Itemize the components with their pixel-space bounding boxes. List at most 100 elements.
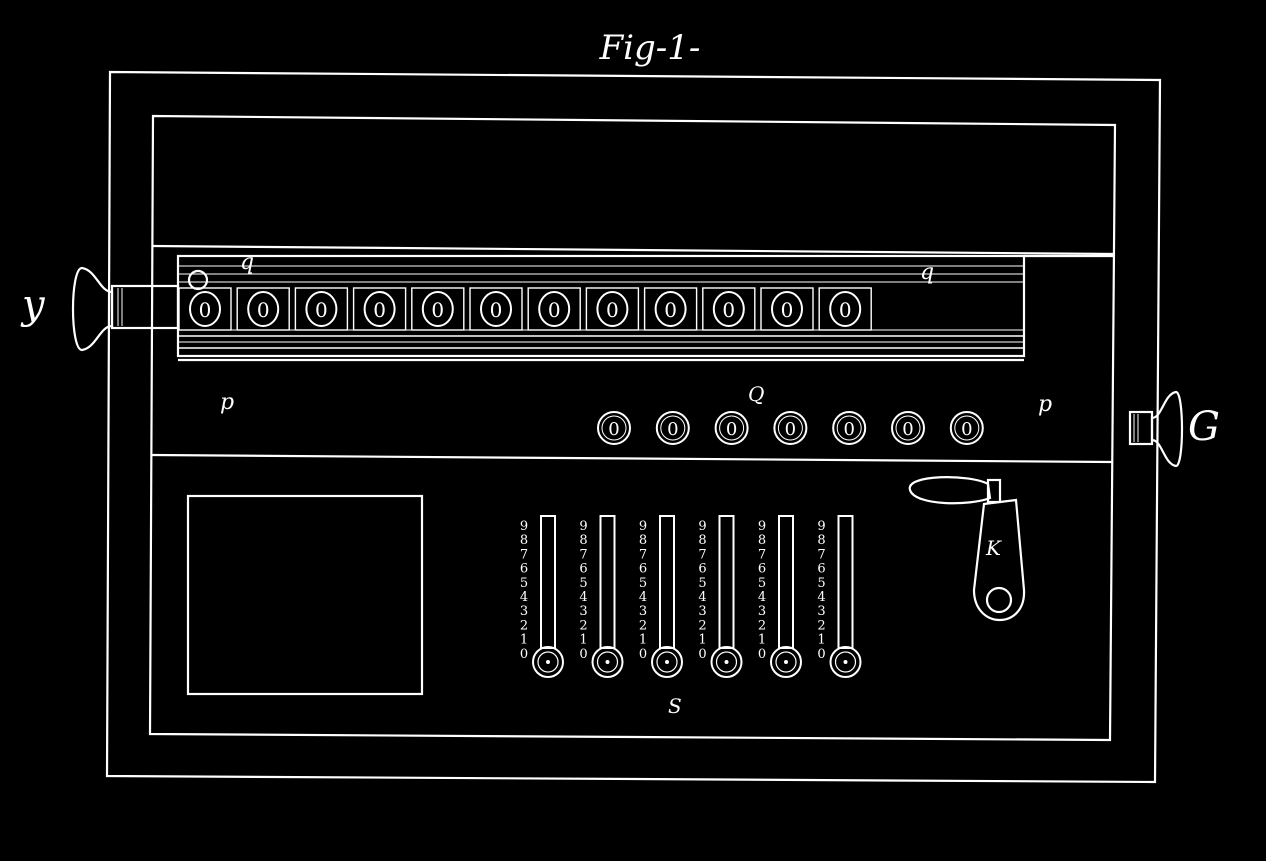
label-G: G: [1188, 404, 1220, 450]
result-dial: 0: [760, 287, 814, 331]
slide-scale-digit: 3: [758, 604, 766, 619]
result-dial: 0: [527, 287, 581, 331]
figure-title: Fig-1-: [599, 28, 701, 68]
slide-scale-digit: 7: [520, 547, 528, 562]
slide-scale-digit: 3: [579, 604, 587, 619]
slide-scale-digit: 3: [698, 604, 706, 619]
result-dial: 0: [702, 287, 756, 331]
slide-scale-digit: 6: [639, 562, 647, 577]
slide-scale-digit: 4: [758, 590, 766, 605]
slide-scale-digit: 8: [698, 533, 706, 548]
slide-scale-digit: 6: [579, 562, 587, 577]
slide-scale-digit: 2: [579, 618, 587, 633]
carriage-bar: [176, 254, 1026, 358]
slide-scale-digit: 5: [698, 576, 706, 591]
result-dial: 0: [411, 287, 465, 331]
slide-scale-digit: 2: [639, 618, 647, 633]
slide-scale-digit: 7: [639, 547, 647, 562]
slide-scale-digit: 5: [579, 576, 587, 591]
counter-dial: 0: [655, 411, 690, 445]
slide-scale-digit: 6: [698, 562, 706, 577]
slide-scale-digit: 6: [758, 562, 766, 577]
slide-scale-digit: 0: [520, 647, 528, 662]
label-p-right: p: [1038, 392, 1053, 417]
result-dial: 0: [352, 287, 407, 331]
counter-digit: 0: [608, 419, 619, 440]
label-q-left: q: [240, 250, 255, 275]
slide-scale-digit: 2: [758, 618, 766, 633]
slide-scale-digit: 0: [639, 647, 647, 662]
mid-divider: [151, 453, 1113, 464]
result-digit: 0: [781, 298, 794, 322]
slide-scale-digit: 8: [817, 533, 825, 548]
result-digit: 0: [431, 298, 444, 322]
slide-scale-digit: 3: [817, 604, 825, 619]
slide-scale-digit: 9: [520, 519, 528, 534]
slide-scale-digit: 1: [579, 633, 587, 648]
top-divider: [152, 244, 1116, 256]
result-dial: 0: [294, 287, 349, 331]
slide-scale-digit: 2: [698, 618, 706, 633]
slide-scale-digit: 4: [520, 590, 528, 605]
slide-scale-digit: 0: [698, 647, 706, 662]
counter-dial: 0: [949, 411, 984, 445]
slide-scale-digit: 5: [520, 576, 528, 591]
counter-dial: 0: [832, 411, 867, 445]
slide-scale-digit: 8: [579, 533, 587, 548]
slide-scale-digit: 0: [817, 647, 825, 662]
result-digit: 0: [315, 298, 328, 322]
slide-scale-digit: 3: [639, 604, 647, 619]
result-digit: 0: [199, 298, 212, 322]
right-knob: [1128, 390, 1184, 468]
label-Q: Q: [748, 382, 765, 406]
slide-scale-digit: 7: [817, 547, 825, 562]
label-S: S: [668, 694, 682, 718]
counter-digit: 0: [961, 419, 972, 440]
slide-scale-digit: 4: [639, 590, 647, 605]
result-digit: 0: [373, 298, 386, 322]
slide-scale-digit: 1: [639, 633, 647, 648]
result-dial: 0: [643, 287, 698, 331]
slide-scale-digit: 5: [758, 576, 766, 591]
slide-scale-digit: 6: [520, 562, 528, 577]
counter-dial: 0: [597, 411, 631, 445]
setting-slides: 9876543210987654321098765432109876543210…: [520, 515, 862, 678]
label-y: y: [22, 282, 45, 328]
result-digit: 0: [257, 298, 270, 322]
counter-dial: 0: [773, 411, 808, 445]
counter-digit: 0: [902, 419, 913, 440]
result-digit: 0: [606, 298, 619, 322]
result-digit: 0: [839, 298, 852, 322]
slide-scale-digit: 4: [579, 590, 587, 605]
result-dial: 0: [818, 287, 872, 331]
slide-scale-digit: 6: [817, 562, 825, 577]
result-dial: 0: [585, 287, 640, 331]
counter-dial: 0: [714, 411, 749, 445]
slide-scale-digit: 8: [639, 533, 647, 548]
slide-scale-digit: 1: [698, 633, 706, 648]
result-digit: 0: [490, 298, 503, 322]
slide-scale-digit: 3: [520, 604, 528, 619]
result-dial: 0: [469, 287, 523, 331]
slide-scale-digit: 9: [817, 519, 825, 534]
slide-scale-digit: 9: [758, 519, 766, 534]
slide-scale-digit: 9: [639, 519, 647, 534]
slide-scale-digit: 4: [817, 590, 825, 605]
slide-scale-digit: 1: [817, 633, 825, 648]
slide-scale-digit: 9: [698, 519, 706, 534]
label-K: K: [986, 536, 1001, 560]
counter-dial: 0: [891, 411, 925, 445]
slide-scale-digit: 7: [698, 547, 706, 562]
slide-scale-digit: 0: [579, 647, 587, 662]
carriage-indicator: [187, 269, 209, 291]
label-p-left: p: [220, 390, 235, 415]
slide-scale-digit: 8: [758, 533, 766, 548]
slide-scale-digit: 7: [758, 547, 766, 562]
